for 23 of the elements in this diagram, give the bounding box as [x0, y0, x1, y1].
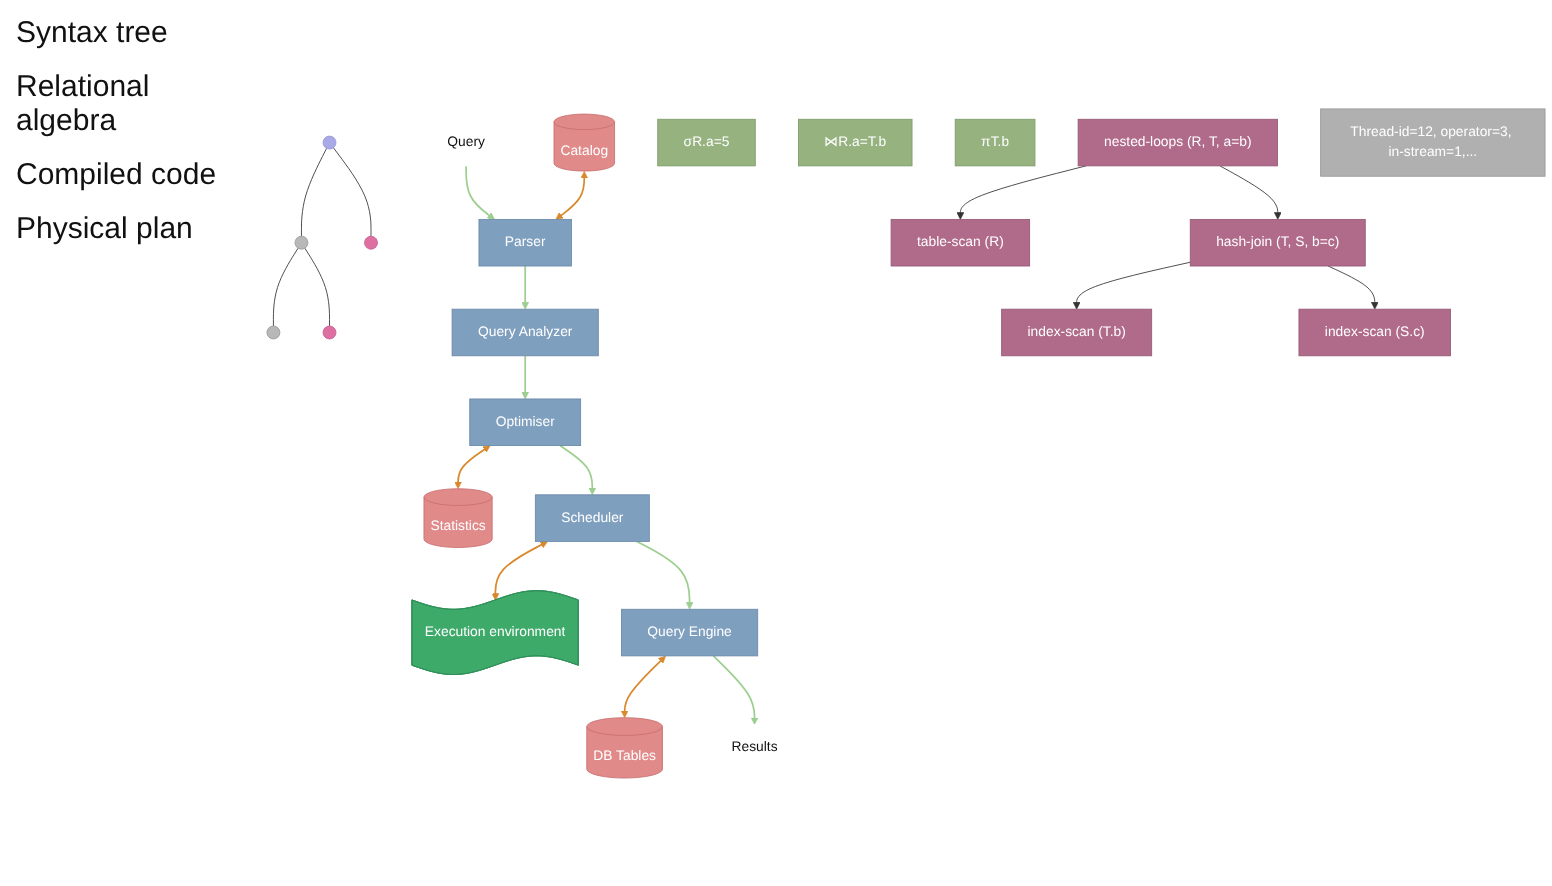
note-label: Syntax tree	[16, 16, 170, 50]
node-circle	[294, 235, 309, 250]
node-circle	[364, 235, 378, 250]
arrow	[620, 655, 666, 718]
connector	[273, 247, 299, 326]
arrow	[521, 264, 529, 310]
arrow	[635, 540, 694, 610]
node-circle	[322, 325, 337, 339]
note-label: Compiled code	[16, 158, 219, 192]
arrow	[559, 444, 597, 495]
connector	[304, 247, 330, 326]
connector	[301, 147, 327, 237]
arrow	[555, 170, 589, 220]
note-label: Physical plan	[16, 212, 195, 246]
arrow	[454, 444, 491, 489]
arrow	[465, 164, 495, 220]
arrow	[712, 654, 759, 725]
arrow	[521, 354, 529, 399]
note-label: Relational algebra	[16, 70, 152, 138]
connector	[333, 146, 372, 237]
node-circle	[266, 325, 281, 339]
node-circle	[322, 135, 337, 149]
arrow	[491, 540, 548, 601]
